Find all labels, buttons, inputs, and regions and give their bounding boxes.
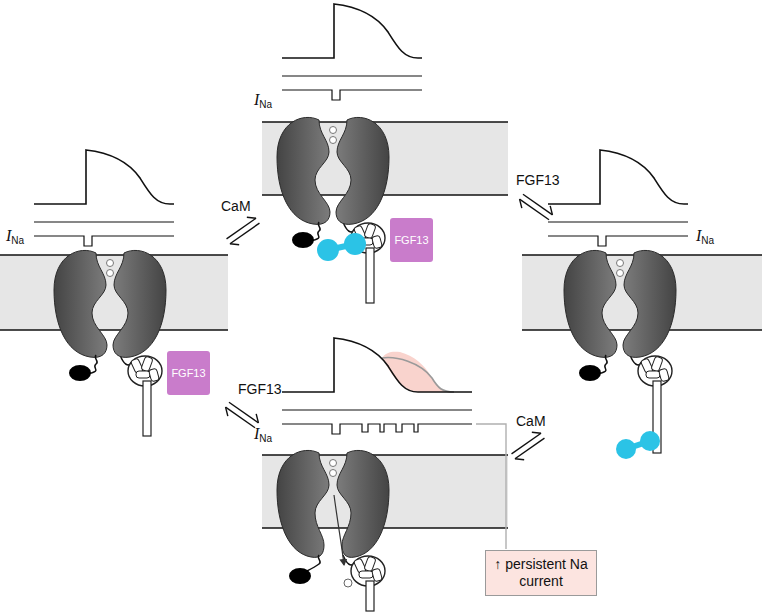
sodium-channel [54, 250, 166, 436]
sodium-channel [336, 117, 389, 224]
ap-trace-prolonged [282, 338, 472, 434]
ap-trace [282, 4, 422, 100]
leader-line [476, 424, 506, 549]
current-label: INa [254, 92, 272, 108]
sodium-channel [366, 248, 374, 303]
calmodulin [344, 233, 366, 255]
sodium-channel [330, 127, 337, 144]
membrane [0, 329, 228, 331]
sodium-channel [277, 117, 330, 224]
current-label: INa [6, 228, 24, 244]
calmodulin [317, 239, 339, 261]
membrane [0, 254, 228, 256]
ligand-label: CaM [516, 413, 546, 429]
equilibrium-arrow [508, 428, 548, 463]
sodium-channel [69, 355, 97, 381]
sodium-channel [277, 450, 389, 611]
sodium-channel [623, 250, 676, 357]
sodium-channel [307, 555, 320, 571]
sodium-channel [337, 450, 389, 557]
equilibrium-arrow [223, 213, 263, 248]
current-label: INa [696, 228, 714, 244]
sodium-channel [143, 381, 151, 436]
ap-trace-prolonged [282, 409, 472, 410]
calmodulin [317, 233, 366, 261]
ap-trace [34, 150, 174, 246]
sodium-channel [617, 260, 624, 277]
sodium-channel [564, 250, 617, 357]
ap-trace [548, 150, 688, 246]
calmodulin [616, 431, 660, 459]
current-label: INa [254, 426, 272, 442]
sodium-channel [277, 117, 389, 303]
sodium-channel [277, 450, 329, 557]
sodium-channel [343, 555, 385, 586]
box-text: FGF13 [394, 234, 428, 246]
sodium-channel [564, 250, 676, 459]
sodium-channel [579, 355, 607, 381]
ap-trace-prolonged [382, 352, 454, 392]
sodium-channel [292, 222, 320, 248]
sodium-channel [120, 355, 162, 386]
sodium-channel [330, 460, 337, 477]
sodium-channel [54, 250, 107, 357]
membrane [0, 255, 228, 330]
ap-trace-prolonged [282, 338, 472, 392]
ligand-label: FGF13 [238, 381, 282, 397]
sodium-channel [630, 355, 672, 386]
sodium-channel [289, 568, 311, 584]
box-text: FGF13 [171, 367, 205, 379]
calmodulin [640, 431, 660, 451]
equilibrium-arrow [516, 189, 556, 224]
ligand-label: CaM [221, 198, 251, 214]
ligand-label: FGF13 [516, 172, 560, 188]
calmodulin [616, 439, 636, 459]
callout-box: ↑ persistent Na current [485, 550, 597, 596]
sodium-channel [344, 579, 352, 587]
sodium-channel [113, 250, 166, 357]
sodium-channel [366, 581, 374, 611]
box-text: ↑ persistent Na current [493, 556, 589, 590]
fgf13-box: FGF13 [390, 218, 433, 262]
fgf13-box: FGF13 [167, 351, 210, 395]
sodium-channel [107, 260, 114, 277]
ap-trace-prolonged [282, 424, 472, 434]
sodium-channel [334, 495, 344, 565]
